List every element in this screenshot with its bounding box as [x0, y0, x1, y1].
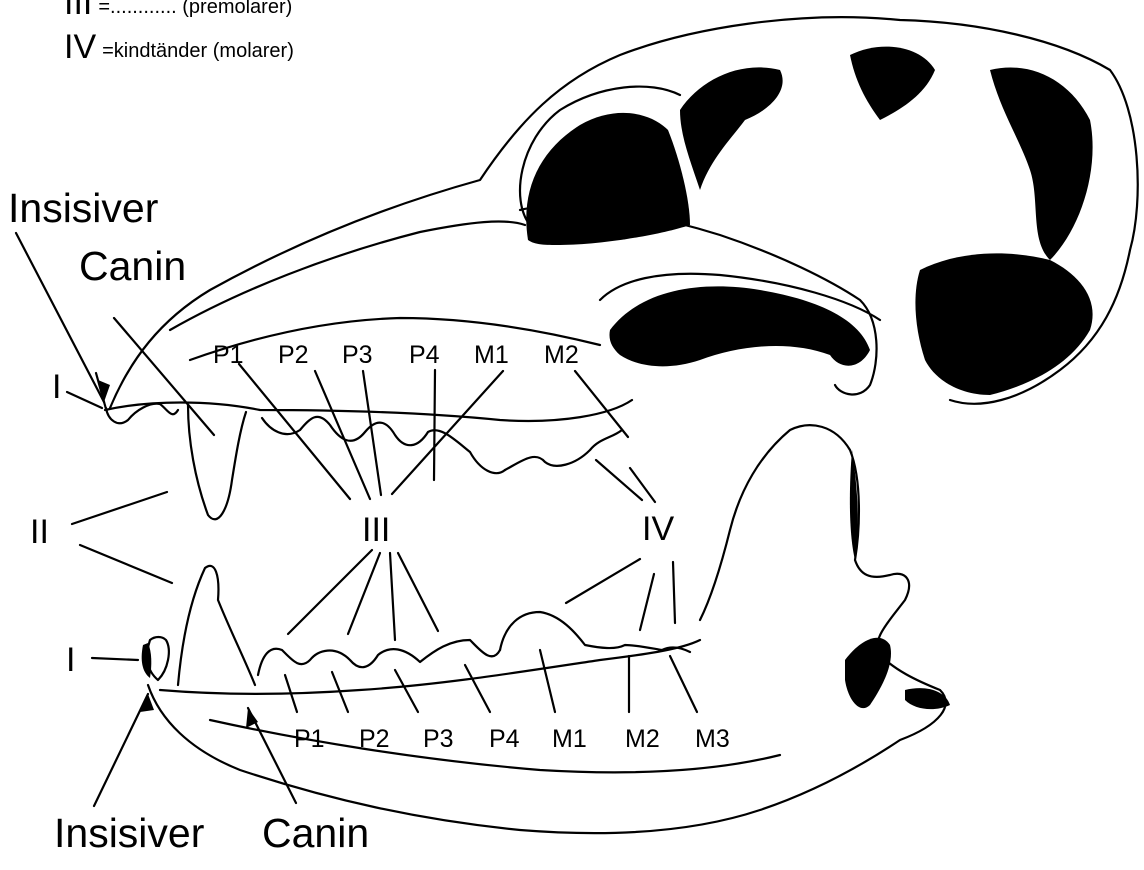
- label-insisiver-upper: Insisiver: [8, 188, 158, 229]
- angular-fill: [905, 688, 950, 709]
- lower-tooth-label: P2: [359, 727, 390, 752]
- lower-premolars: [258, 640, 500, 675]
- label-canin-lower: Canin: [262, 813, 369, 854]
- legend-text-iv: =kindtänder (molarer): [102, 41, 294, 64]
- upper-tooth-label: P4: [409, 343, 440, 368]
- upper-canine: [188, 405, 246, 519]
- legend-numeral-iv: IV: [64, 30, 96, 64]
- legend-premolars: III =............ (premolarer): [64, 0, 292, 20]
- lower-canine: [178, 566, 255, 685]
- orbit-fill: [526, 113, 690, 245]
- lower-tooth-label: P4: [489, 727, 520, 752]
- lower-molars: [500, 612, 690, 652]
- label-iv: IV: [642, 512, 674, 546]
- lower-incisor-fill: [142, 643, 152, 678]
- label-i-upper: I: [52, 370, 61, 404]
- snout-top-line: [170, 221, 525, 330]
- temporal-fill-1: [680, 67, 783, 190]
- temporal-fill-2: [850, 47, 935, 120]
- label-canin-upper: Canin: [79, 246, 186, 287]
- upper-premolars: [262, 417, 505, 473]
- upper-tooth-label: P2: [278, 343, 309, 368]
- label-ii: II: [30, 515, 49, 549]
- lower-tooth-label: M1: [552, 727, 587, 752]
- leader-lines: [16, 233, 697, 806]
- temporal-fill-3: [990, 67, 1093, 260]
- label-insisiver-lower: Insisiver: [54, 813, 204, 854]
- ramus-edge-fill: [850, 450, 858, 560]
- upper-tooth-label: M2: [544, 343, 579, 368]
- upper-tooth-label: M1: [474, 343, 509, 368]
- lower-tooth-label: M2: [625, 727, 660, 752]
- lower-tooth-label: M3: [695, 727, 730, 752]
- upper-molars: [505, 430, 622, 470]
- legend-numeral-iii: III: [64, 0, 92, 20]
- mandible-outline: [148, 425, 946, 833]
- label-i-lower: I: [66, 643, 75, 677]
- lower-tooth-label: P1: [294, 727, 325, 752]
- lower-tooth-label: P3: [423, 727, 454, 752]
- legend-molars: IV =kindtänder (molarer): [64, 30, 294, 64]
- upper-tooth-label: P1: [213, 343, 244, 368]
- snout-lower-line: [190, 318, 600, 360]
- legend-text-iii: =............ (premolarer): [98, 0, 292, 20]
- label-iii: III: [362, 513, 390, 547]
- upper-tooth-label: P3: [342, 343, 373, 368]
- coronoid-fill: [845, 638, 891, 708]
